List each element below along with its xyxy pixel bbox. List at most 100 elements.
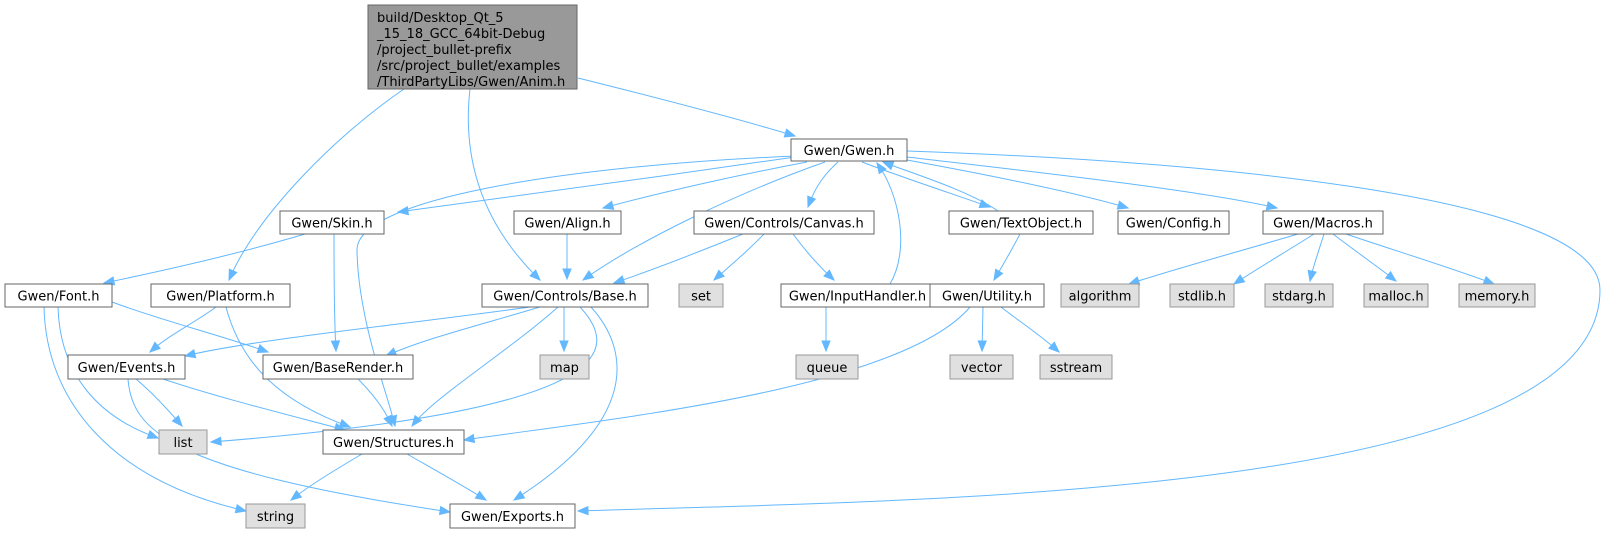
node-label: Gwen/Config.h <box>1126 217 1221 232</box>
edge-arrowhead <box>338 418 352 428</box>
edge-arrowhead <box>1307 269 1317 283</box>
node-root[interactable]: build/Desktop_Qt_5_15_18_GCC_64bit-Debug… <box>367 4 578 90</box>
node-box <box>693 210 875 235</box>
edge-structures-to-exports <box>406 453 488 501</box>
edge-arrowhead <box>228 268 238 282</box>
edge-base-to-exports <box>512 306 618 501</box>
edge-root-to-platform <box>228 88 405 282</box>
node-box <box>948 210 1094 235</box>
edge-skin-to-baserender <box>330 233 341 353</box>
node-box <box>67 354 186 380</box>
edge-arrowhead <box>146 429 160 439</box>
edge-line <box>1128 233 1299 285</box>
edge-canvas-to-base <box>612 233 744 285</box>
edge-line <box>463 306 971 441</box>
node-inputhandler[interactable]: Gwen/InputHandler.h <box>780 283 935 308</box>
node-baserender[interactable]: Gwen/BaseRender.h <box>262 354 414 380</box>
edge-arrowhead <box>1482 275 1496 285</box>
node-label: sstream <box>1050 361 1102 376</box>
node-box <box>795 354 859 380</box>
edge-skin-to-font <box>102 233 306 286</box>
node-align[interactable]: Gwen/Align.h <box>513 210 622 235</box>
node-platform[interactable]: Gwen/Platform.h <box>150 283 291 308</box>
node-box <box>1264 283 1334 308</box>
edge-macros-to-malloc <box>1332 233 1398 282</box>
edge-arrowhead <box>529 269 541 281</box>
node-queue: queue <box>795 354 859 380</box>
edge-arrowhead <box>411 414 423 428</box>
node-label: _15_18_GCC_64bit-Debug <box>376 27 545 42</box>
edge-macros-to-memory <box>1345 233 1496 285</box>
edge-line <box>577 77 796 137</box>
node-sstream: sstream <box>1039 354 1113 380</box>
edge-line <box>411 306 559 427</box>
edge-textobject-to-utility <box>993 233 1021 282</box>
edge-platform-to-events <box>148 306 217 353</box>
node-exports[interactable]: Gwen/Exports.h <box>449 503 576 529</box>
edge-arrowhead <box>438 505 452 516</box>
node-utility[interactable]: Gwen/Utility.h <box>929 283 1045 308</box>
node-label: /project_bullet-prefix <box>377 43 512 58</box>
edge-line <box>184 306 531 357</box>
node-base[interactable]: Gwen/Controls/Base.h <box>481 283 649 308</box>
node-box <box>1039 354 1113 380</box>
node-config[interactable]: Gwen/Config.h <box>1117 210 1230 235</box>
edge-arrowhead <box>148 341 162 353</box>
node-map: map <box>539 354 590 380</box>
node-label: queue <box>807 361 848 376</box>
edge-arrowhead <box>783 128 797 138</box>
node-label: Gwen/Controls/Canvas.h <box>704 217 864 232</box>
edge-font-to-baserender <box>111 301 270 354</box>
node-font[interactable]: Gwen/Font.h <box>4 283 113 308</box>
edge-arrowhead <box>559 340 569 353</box>
node-memory: memory.h <box>1458 283 1536 308</box>
edge-utility-to-vector <box>977 306 987 353</box>
node-label: map <box>550 361 579 376</box>
node-box <box>449 503 576 529</box>
edge-line <box>397 156 796 213</box>
edge-arrowhead <box>1232 274 1246 285</box>
edge-arrowhead <box>1265 201 1279 211</box>
node-label: Gwen/Controls/Base.h <box>493 290 637 305</box>
node-list: list <box>158 429 208 455</box>
node-label: Gwen/Macros.h <box>1273 217 1373 232</box>
edge-font-to-string <box>43 306 248 514</box>
edge-gwen-to-skin <box>396 156 796 216</box>
edge-line <box>613 233 744 284</box>
edge-line <box>333 233 337 352</box>
node-structures[interactable]: Gwen/Structures.h <box>322 429 465 455</box>
node-label: Gwen/Utility.h <box>942 290 1032 305</box>
node-box <box>929 283 1045 308</box>
node-textobject[interactable]: Gwen/TextObject.h <box>948 210 1094 235</box>
node-label: build/Desktop_Qt_5 <box>377 11 504 26</box>
edge-line <box>385 306 541 357</box>
edge-arrowhead <box>712 269 725 281</box>
node-label: set <box>691 290 711 305</box>
node-box <box>678 283 724 308</box>
edge-line <box>149 306 217 353</box>
edge-line <box>103 233 306 284</box>
edge-line <box>1332 233 1397 282</box>
edge-arrowhead <box>474 490 488 501</box>
edge-line <box>467 88 541 281</box>
node-label: Gwen/Exports.h <box>461 510 564 525</box>
node-skin[interactable]: Gwen/Skin.h <box>279 210 385 235</box>
node-canvas[interactable]: Gwen/Controls/Canvas.h <box>693 210 875 235</box>
edge-arrowhead <box>576 505 589 516</box>
node-stdlib: stdlib.h <box>1169 283 1235 308</box>
node-vector: vector <box>949 354 1014 380</box>
edge-canvas-to-set <box>712 233 765 281</box>
node-box <box>367 4 578 90</box>
edge-gwen-to-align <box>601 161 808 210</box>
node-set: set <box>678 283 724 308</box>
node-macros[interactable]: Gwen/Macros.h <box>1262 210 1384 235</box>
node-malloc: malloc.h <box>1363 283 1429 308</box>
node-label: Gwen/BaseRender.h <box>273 361 403 376</box>
edge-gwen-to-macros <box>906 156 1279 211</box>
node-label: /src/project_bullet/examples <box>377 59 561 74</box>
node-events[interactable]: Gwen/Events.h <box>67 354 186 380</box>
node-gwen[interactable]: Gwen/Gwen.h <box>790 138 908 162</box>
node-algorithm: algorithm <box>1060 283 1140 308</box>
edge-line <box>513 306 618 501</box>
